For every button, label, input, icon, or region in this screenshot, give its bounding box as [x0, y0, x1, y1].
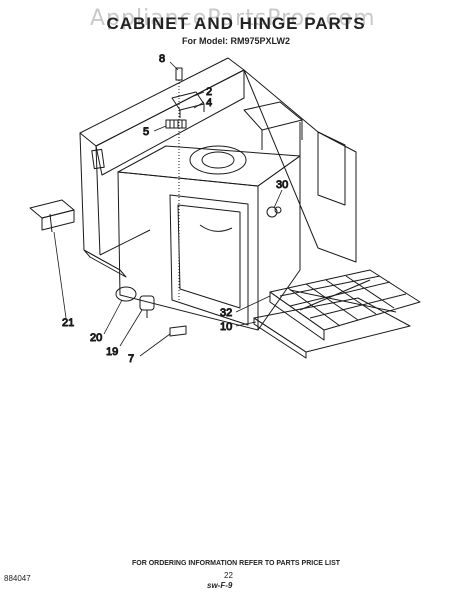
callout-8: 8 — [159, 53, 165, 65]
document-code: 884047 — [4, 574, 31, 583]
model-subtitle: For Model: RM975PXLW2 — [181, 36, 290, 46]
cabinet-back-panel — [79, 57, 245, 271]
watermark: AppliancePartsPros.com — [90, 6, 376, 31]
page-number: 22 — [224, 571, 233, 580]
callout-21: 21 — [62, 317, 74, 329]
callout-19: 19 — [106, 346, 118, 358]
callout-20: 20 — [90, 332, 102, 344]
diagram-title: CABINET AND HINGE PARTS — [106, 14, 366, 33]
lamp-parts-19-20 — [115, 286, 155, 318]
callout-7: 7 — [128, 353, 134, 365]
handwritten-mark: sw-F-9 — [207, 581, 233, 590]
callout-32: 32 — [220, 307, 232, 319]
callout-leader-lines — [53, 61, 283, 357]
callout-2: 2 — [206, 86, 212, 98]
screw-part-7 — [169, 325, 187, 337]
oven-rack-part-32 — [269, 269, 421, 341]
cabinet-bottom — [83, 229, 151, 278]
ordering-note: FOR ORDERING INFORMATION REFER TO PARTS … — [131, 560, 341, 567]
callout-4: 4 — [206, 97, 212, 109]
callout-30: 30 — [276, 179, 288, 191]
side-bracket-part-21 — [29, 199, 75, 233]
top-hinge-assembly — [165, 67, 205, 300]
callout-5: 5 — [143, 126, 149, 138]
callout-10: 10 — [220, 321, 232, 333]
microwave-cavity — [117, 101, 303, 331]
